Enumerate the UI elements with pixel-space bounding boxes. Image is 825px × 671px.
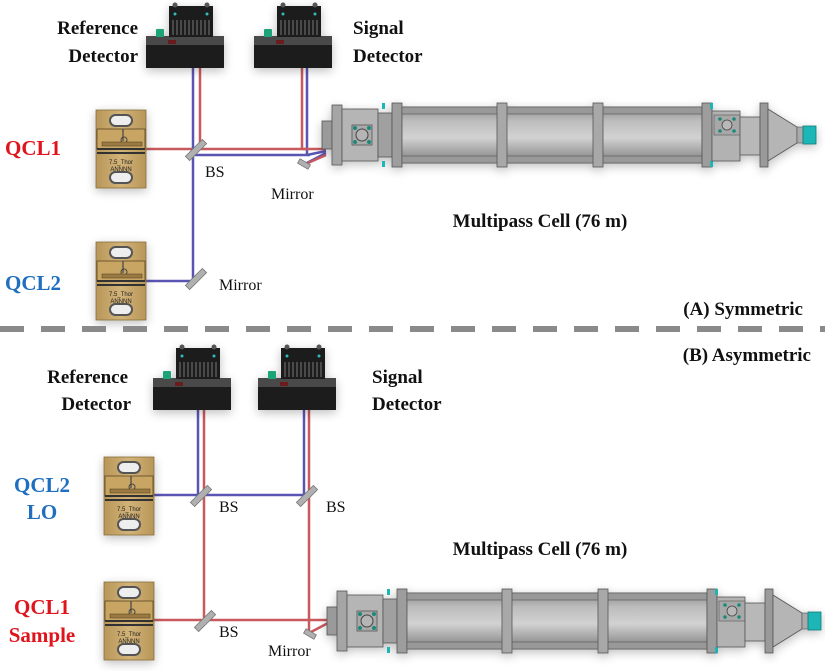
panel-a-beams	[146, 66, 327, 283]
laser-text-a1-1: 7.5_Thor	[109, 160, 133, 166]
bs-label-b-1: BS	[219, 499, 239, 516]
mirror-label-b: Mirror	[268, 643, 311, 660]
mirror-qcl2-a	[184, 267, 208, 291]
qcl2-laser-mount-a	[95, 241, 147, 321]
laser-text-a2-2: ANNNN	[110, 299, 131, 305]
laser-text-a2-1: 7.5_Thor	[109, 292, 133, 298]
reference-detector-a	[145, 2, 225, 69]
multipass-cell-a	[321, 102, 817, 168]
signal-detector-label-b-line2: Detector	[372, 394, 442, 415]
mirror-label-a-cell: Mirror	[271, 186, 314, 203]
laser-text-b2-2: ANNNN	[118, 639, 139, 645]
cell-label-b: Multipass Cell (76 m)	[453, 539, 628, 560]
qcl2-label-a: QCL2	[5, 271, 61, 295]
panel-b-title: (B) Asymmetric	[683, 345, 811, 366]
panel-a	[95, 2, 817, 321]
signal-detector-label-a-line1: Signal	[353, 18, 404, 39]
qcl1-label-a: QCL1	[5, 136, 61, 160]
qcl1-sample-laser-mount-b	[103, 581, 155, 661]
laser-text-b1-1: 7.5_Thor	[117, 507, 141, 513]
multipass-cell-b	[326, 588, 822, 654]
laser-text-a1-2: ANNNN	[110, 167, 131, 173]
signal-detector-label-a-line2: Detector	[353, 46, 423, 67]
qcl1-label-b-line1: QCL1	[14, 595, 70, 619]
reference-detector-b	[152, 344, 232, 411]
signal-detector-a	[253, 2, 333, 69]
bs-label-b-2: BS	[326, 499, 346, 516]
reference-detector-label-a-line1: Reference	[57, 18, 138, 39]
panel-b-beams	[153, 408, 331, 634]
mirror-cell-b	[303, 628, 317, 640]
qcl1-laser-mount-a	[95, 109, 147, 189]
signal-detector-b	[257, 344, 337, 411]
laser-text-b2-1: 7.5_Thor	[117, 632, 141, 638]
panel-a-title: (A) Symmetric	[683, 299, 803, 320]
reference-detector-label-a-line2: Detector	[68, 46, 138, 67]
cell-label-a: Multipass Cell (76 m)	[453, 211, 628, 232]
panel-b	[103, 344, 822, 661]
mirror-label-a-qcl2: Mirror	[219, 277, 262, 294]
qcl2-label-b-line2: LO	[27, 500, 57, 524]
mirror-cell-a	[297, 158, 311, 170]
bs-label-b-3: BS	[219, 624, 239, 641]
beam-into-cell-blue	[306, 149, 327, 157]
qcl2-label-b-line1: QCL2	[14, 473, 70, 497]
signal-detector-label-b-line1: Signal	[372, 367, 423, 388]
beam-return-2	[307, 153, 327, 165]
qcl1-label-b-line2: Sample	[9, 623, 76, 647]
qcl2-lo-laser-mount-b	[103, 456, 155, 536]
bs-label-a: BS	[205, 164, 225, 181]
laser-text-b1-2: ANNNN	[118, 514, 139, 520]
reference-detector-label-b-line2: Detector	[61, 394, 131, 415]
reference-detector-label-b-line1: Reference	[47, 367, 128, 388]
